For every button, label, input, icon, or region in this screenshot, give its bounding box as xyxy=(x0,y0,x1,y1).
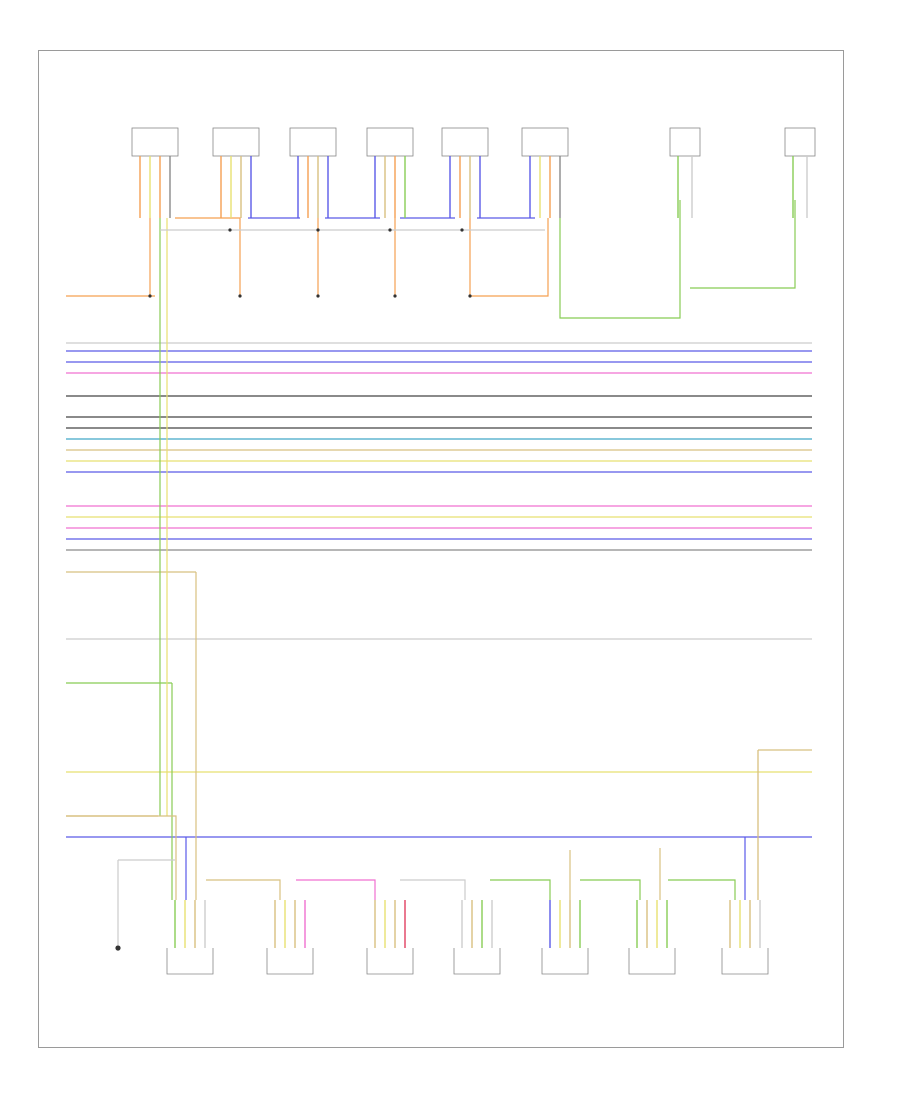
feed-wire xyxy=(580,879,641,900)
module-connector xyxy=(784,127,816,157)
ground-point xyxy=(115,945,121,951)
junction-dot xyxy=(388,228,392,232)
module-connector xyxy=(366,948,414,975)
harness-wire xyxy=(559,200,681,319)
feed-wire xyxy=(668,879,736,900)
module-connector xyxy=(441,127,489,157)
module-connector xyxy=(541,948,589,975)
ground-symbol xyxy=(115,945,121,951)
module-connector xyxy=(212,127,260,157)
module-connector xyxy=(166,948,214,975)
bus-lines xyxy=(66,295,812,900)
feed-wire xyxy=(296,879,376,900)
feed-wire xyxy=(206,879,281,900)
module-connector xyxy=(669,127,701,157)
harness-wire xyxy=(469,218,549,297)
module-connector xyxy=(131,127,179,157)
harness-wire xyxy=(690,200,796,289)
junction-dot xyxy=(316,228,320,232)
feed-wire xyxy=(158,815,177,900)
top-connectors xyxy=(131,127,816,218)
module-connector xyxy=(521,127,569,157)
module-connector xyxy=(289,127,337,157)
junction-dot xyxy=(316,294,320,298)
junction-dot xyxy=(460,228,464,232)
junction-dot xyxy=(393,294,397,298)
module-connector xyxy=(721,948,769,975)
bottom-connectors xyxy=(166,900,769,975)
module-connector xyxy=(628,948,676,975)
junction-dot xyxy=(228,228,232,232)
feed-wire xyxy=(400,879,466,900)
module-connector xyxy=(266,948,314,975)
junction-dot xyxy=(148,294,152,298)
junction-dot xyxy=(238,294,242,298)
harness-wire xyxy=(175,217,241,296)
module-connector xyxy=(453,948,501,975)
module-connector xyxy=(366,127,414,157)
feed-wire xyxy=(490,879,551,900)
vertical-wires xyxy=(117,200,796,945)
diagram-frame xyxy=(38,50,844,1048)
junction-dot xyxy=(468,294,472,298)
